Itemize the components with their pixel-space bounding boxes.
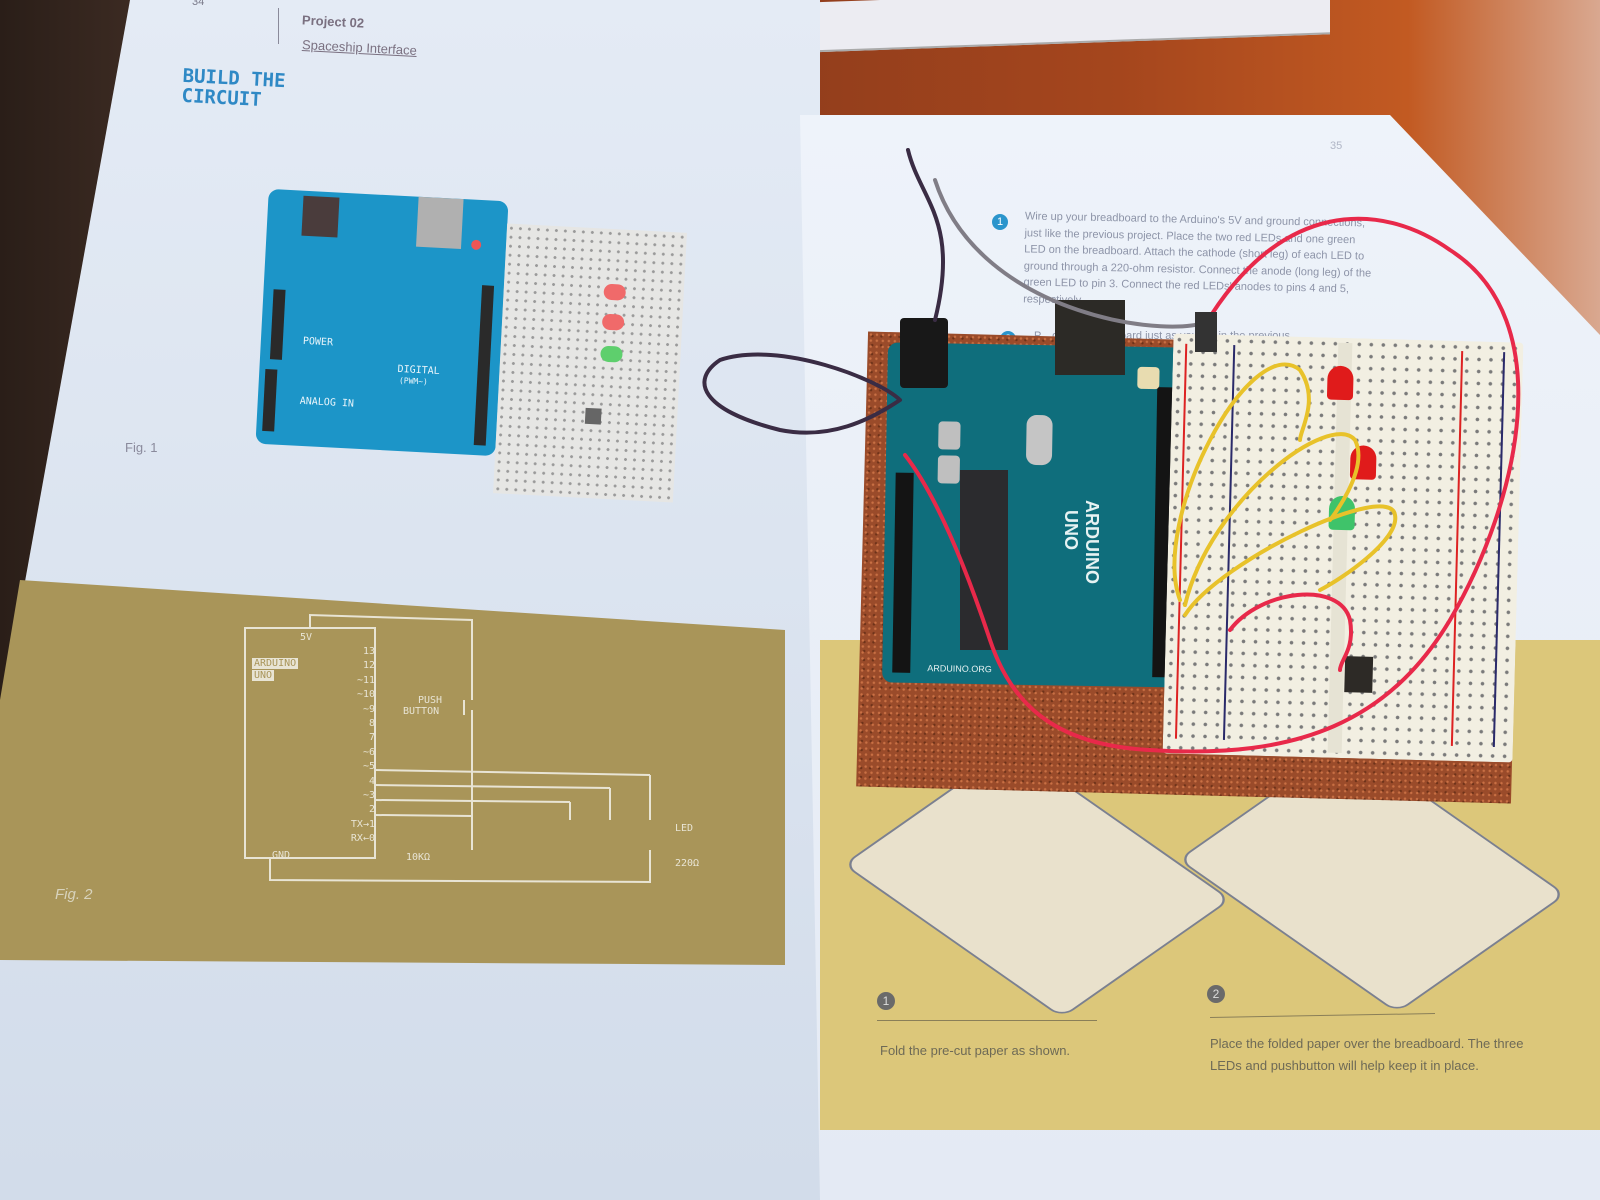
header-divider	[278, 8, 279, 44]
schematic-board-label2: UNO	[252, 670, 275, 681]
dark-wire-left	[702, 352, 902, 435]
board-brand: ARDUINO	[1082, 500, 1102, 584]
fold-step2-number: 2	[1207, 985, 1225, 1003]
schematic-5v-label: 5V	[300, 632, 313, 643]
schematic-board-label1: ARDUINO	[252, 658, 299, 669]
fig1-caption: Fig. 1	[125, 440, 158, 455]
yellow-wire-2	[1183, 432, 1361, 607]
fold-step1-rule	[877, 1020, 1097, 1021]
fold-step1-number: 1	[877, 992, 895, 1010]
arduino-uno-logo: ARDUINO UNO	[1061, 500, 1102, 610]
yellow-wire-3	[1183, 504, 1398, 617]
board-model: UNO	[1061, 510, 1081, 550]
led-resistor-label: 220Ω	[675, 858, 700, 869]
gray-wire-top	[933, 178, 1212, 329]
fig2-caption: Fig. 2	[55, 886, 93, 903]
step1-number: 1	[992, 214, 1008, 230]
schematic-gnd-label: GND	[272, 850, 291, 861]
dc-power-jack	[900, 318, 948, 388]
push-button-label1: PUSH	[418, 695, 443, 706]
jumper-connector	[1195, 312, 1217, 352]
yellow-wire-1	[1172, 362, 1311, 602]
pulldown-resistor-label: 10KΩ	[406, 852, 431, 863]
fold-step2-text: Place the folded paper over the breadboa…	[1210, 1036, 1524, 1073]
left-page-number: 34	[192, 0, 205, 8]
red-wire-short	[1228, 592, 1354, 672]
schematic-fig2: 5V ARDUINO UNO GND PUSH BUTTON 10KΩ LED …	[210, 610, 730, 900]
red-wire-long	[903, 216, 1521, 754]
fold-step1-text: Fold the pre-cut paper as shown.	[880, 1043, 1071, 1058]
schematic-lines	[244, 613, 651, 884]
dark-wire-top	[906, 148, 945, 322]
led-label: LED	[675, 823, 694, 834]
schematic-band	[0, 580, 785, 965]
right-page-number: 35	[1330, 140, 1343, 152]
push-button-label2: BUTTON	[403, 706, 440, 717]
